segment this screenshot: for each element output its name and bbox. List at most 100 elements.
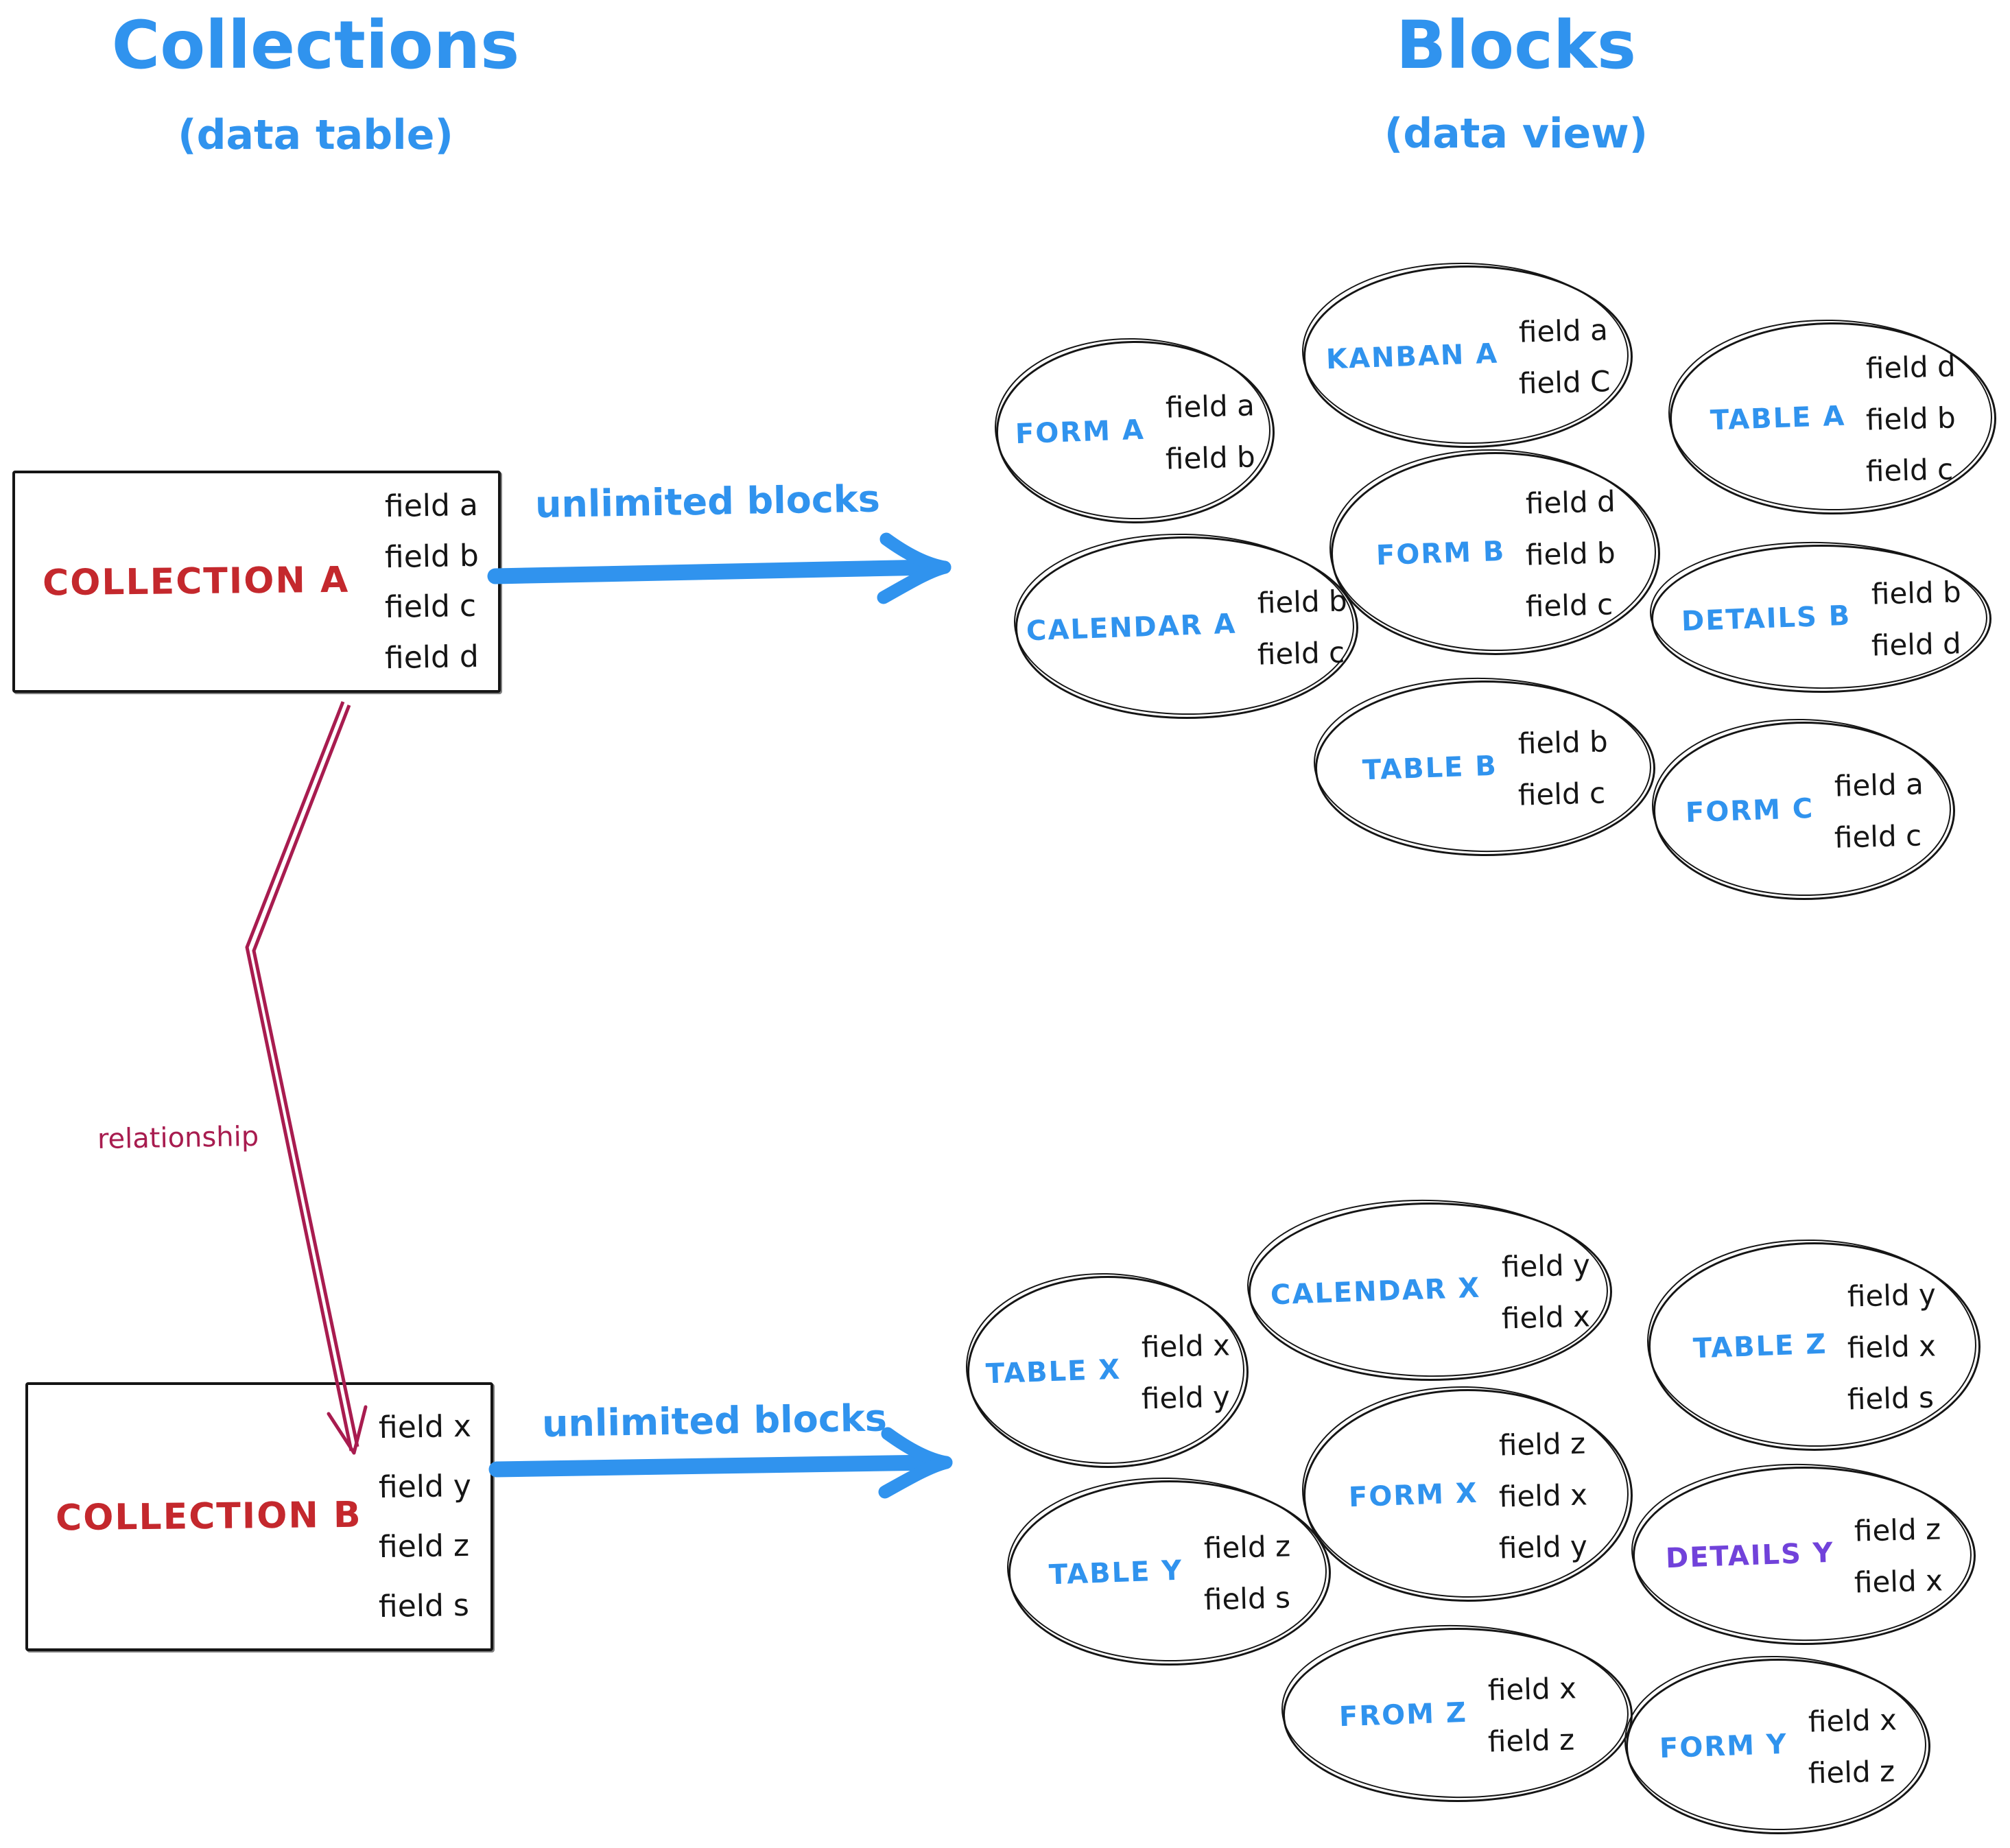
block-field: field x <box>1501 1299 1591 1336</box>
block-field: field a <box>1518 313 1609 349</box>
relationship-arrow <box>245 701 368 1455</box>
block-label: TABLE Z <box>1692 1328 1828 1365</box>
collection-b-field: field s <box>378 1587 470 1625</box>
block-field: field b <box>1525 535 1616 572</box>
block-label: KANBAN A <box>1325 337 1499 376</box>
block-field: field z <box>1498 1425 1586 1462</box>
block-field: field c <box>1257 635 1345 672</box>
block-field: field z <box>1487 1722 1575 1759</box>
block-fields: field a field c <box>1834 767 1924 855</box>
block-field: field C <box>1518 364 1611 401</box>
block-details-b: DETAILS B field b field d <box>1651 545 1991 693</box>
block-field: field x <box>1498 1477 1588 1514</box>
block-from-z: FROM Z field x field z <box>1283 1628 1633 1802</box>
block-field: field z <box>1203 1529 1291 1565</box>
block-field: field x <box>1141 1328 1231 1364</box>
block-field: field b <box>1257 584 1348 620</box>
block-field: field b <box>1871 575 1962 611</box>
block-label: FORM B <box>1375 535 1506 572</box>
collection-a-field: field c <box>384 589 477 626</box>
block-field: field z <box>1854 1512 1942 1548</box>
block-field: field c <box>1525 587 1613 624</box>
blocks-subheading: (data view) <box>1384 110 1648 158</box>
block-fields: field x field y <box>1141 1328 1231 1416</box>
block-label: CALENDAR X <box>1270 1272 1482 1312</box>
block-fields: field z field s <box>1203 1529 1291 1617</box>
block-field: field b <box>1165 440 1256 476</box>
collection-a-field: field a <box>384 488 479 525</box>
block-fields: field d field b field c <box>1525 484 1616 624</box>
block-field: field y <box>1501 1248 1591 1284</box>
collection-a-field: field d <box>384 639 480 676</box>
collection-a-fields: field a field b field c field d <box>384 473 480 690</box>
block-details-y: DETAILS Y field z field x <box>1633 1467 1976 1645</box>
block-form-a: FORM A field a field b <box>996 341 1275 523</box>
block-field: field c <box>1834 818 1922 855</box>
block-field: field c <box>1517 776 1606 812</box>
block-fields: field z field x field y <box>1498 1425 1588 1565</box>
block-field: field c <box>1865 451 1954 488</box>
blocks-heading: Blocks <box>1396 7 1636 84</box>
block-kanban-a: KANBAN A field a field C <box>1303 265 1633 448</box>
block-fields: field a field C <box>1518 313 1611 401</box>
block-label: TABLE B <box>1362 750 1498 787</box>
block-label: TABLE Y <box>1048 1554 1184 1591</box>
block-fields: field x field z <box>1487 1671 1576 1759</box>
block-field: field a <box>1834 767 1924 803</box>
block-fields: field y field x field s <box>1847 1277 1937 1417</box>
block-label: FORM X <box>1348 1477 1479 1514</box>
block-fields: field y field x <box>1501 1248 1591 1336</box>
block-label: CALENDAR A <box>1026 608 1238 648</box>
collection-b-field: field y <box>378 1468 472 1506</box>
block-table-y: TABLE Y field z field s <box>1008 1480 1331 1666</box>
collection-b-title: COLLECTION B <box>55 1494 362 1539</box>
block-field: field x <box>1854 1563 1943 1600</box>
collection-a-field: field b <box>384 538 480 575</box>
block-field: field d <box>1871 626 1962 663</box>
collection-b-field: field z <box>378 1528 470 1565</box>
block-label: DETAILS Y <box>1664 1537 1835 1575</box>
block-label: DETAILS B <box>1681 600 1852 638</box>
block-fields: field x field z <box>1808 1703 1897 1790</box>
block-table-z: TABLE Z field y field x field s <box>1648 1242 1981 1451</box>
block-field: field y <box>1847 1277 1937 1314</box>
block-field: field y <box>1141 1379 1231 1416</box>
block-form-x: FORM X field z field x field y <box>1303 1389 1633 1602</box>
block-form-y: FORM Y field x field z <box>1626 1659 1930 1834</box>
unlimited-blocks-label-top: unlimited blocks <box>534 477 881 527</box>
block-fields: field d field b field c <box>1865 349 1956 488</box>
block-label: FORM C <box>1684 792 1814 829</box>
block-field: field b <box>1517 724 1609 761</box>
collections-heading: Collections <box>111 7 520 84</box>
block-calendar-x: CALENDAR X field y field x <box>1249 1203 1612 1381</box>
block-table-x: TABLE X field x field y <box>967 1276 1249 1468</box>
block-fields: field b field d <box>1871 575 1962 663</box>
block-field: field y <box>1498 1528 1588 1565</box>
block-field: field z <box>1808 1754 1895 1790</box>
block-field: field x <box>1808 1703 1897 1739</box>
collection-a-box: COLLECTION A field a field b field c fie… <box>12 471 501 693</box>
block-fields: field a field b <box>1165 388 1256 476</box>
block-calendar-a: CALENDAR A field b field c <box>1015 536 1358 719</box>
unlimited-blocks-arrow-top <box>487 532 951 604</box>
relationship-label: relationship <box>97 1120 259 1156</box>
unlimited-blocks-arrow-bottom <box>488 1427 953 1499</box>
collection-b-box: COLLECTION B field x field y field z fie… <box>25 1382 493 1651</box>
block-label: TABLE X <box>985 1353 1122 1390</box>
block-fields: field z field x <box>1854 1512 1943 1600</box>
block-label: TABLE A <box>1710 400 1847 437</box>
block-field: field d <box>1525 484 1616 521</box>
block-field: field b <box>1865 400 1956 437</box>
block-form-b: FORM B field d field b field c <box>1331 452 1660 655</box>
block-table-a: TABLE A field d field b field c <box>1670 322 1996 514</box>
block-fields: field b field c <box>1517 724 1609 812</box>
unlimited-blocks-label-bottom: unlimited blocks <box>541 1396 888 1446</box>
block-label: FORM Y <box>1659 1728 1788 1765</box>
block-field: field a <box>1165 388 1255 425</box>
block-field: field s <box>1203 1580 1291 1617</box>
collections-subheading: (data table) <box>178 111 453 159</box>
block-field: field s <box>1847 1379 1935 1417</box>
block-field: field x <box>1847 1328 1937 1365</box>
collection-a-title: COLLECTION A <box>42 559 350 604</box>
